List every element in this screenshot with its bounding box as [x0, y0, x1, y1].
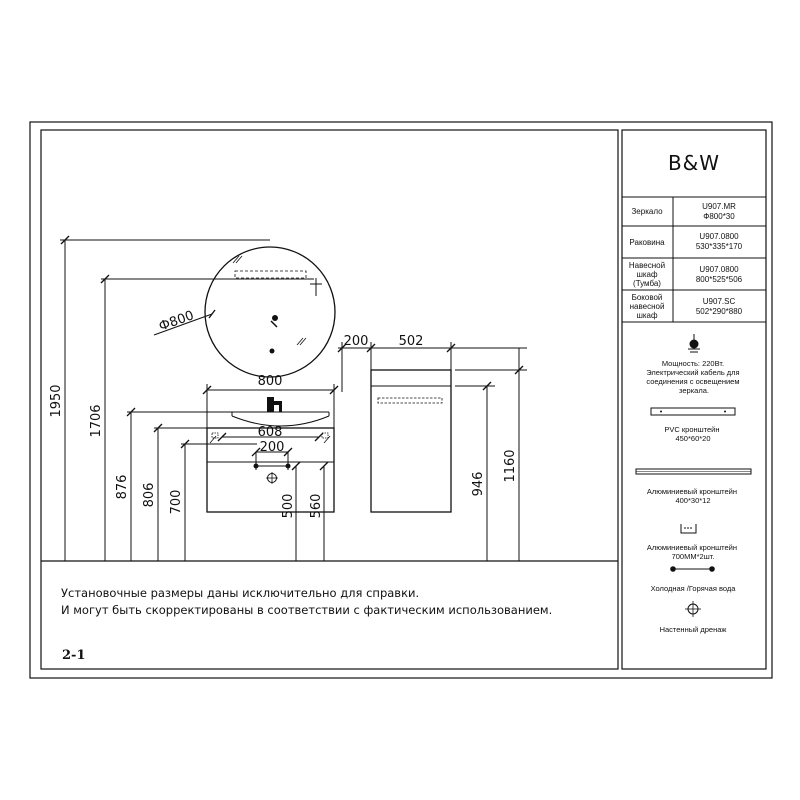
water-pipes-icon [670, 566, 715, 572]
dim-1160: 1160 [503, 449, 518, 482]
dim-560: 560 [309, 494, 324, 519]
mirror [153, 246, 336, 378]
vanity-cabinet [206, 427, 335, 513]
brand-logo: B&W [668, 151, 720, 175]
dim-pipe-spacing: 200 [260, 440, 285, 455]
dim-500: 500 [281, 494, 296, 519]
dim-mirror-diameter: Ф800 [157, 308, 196, 334]
vanity-width-dimension [202, 384, 339, 428]
drain-caption: Настенный дренаж [660, 625, 727, 634]
top-width-dimensions [337, 342, 527, 392]
page-number: 2-1 [62, 648, 86, 663]
drain-icon [685, 601, 701, 617]
side-cabinet-height-dimensions [455, 348, 527, 561]
alu-bracket-2-icon [680, 524, 697, 534]
pvc-bracket-icon [650, 407, 736, 416]
faucet-icon [267, 397, 282, 412]
dim-946: 946 [471, 472, 486, 497]
spec-row-2-name: Раковина [629, 238, 665, 247]
spec-row-1-name: Зеркало [631, 207, 663, 216]
title-block-frame [621, 129, 767, 670]
dim-700: 700 [169, 490, 184, 515]
power-caption: Мощность: 220Вт. Электрический кабель дл… [646, 359, 741, 395]
wall-drain-icon [266, 472, 278, 484]
water-inlets-icon [253, 463, 291, 469]
alu-bracket-1-icon [635, 468, 752, 475]
outer-frame [29, 121, 773, 679]
height-dimension-lines [60, 239, 314, 561]
side-cabinet [370, 369, 452, 513]
basin [231, 411, 330, 427]
inner-frame [40, 129, 619, 670]
water-caption: Холодная /Горячая вода [651, 584, 737, 593]
alu-bracket-2-caption: Алюминиевый кронштейн 700MM*2шт. [647, 543, 739, 561]
dim-806: 806 [142, 483, 157, 508]
dim-sink-width: 608 [258, 425, 283, 440]
dim-1706: 1706 [89, 404, 104, 437]
note-line-2: И могут быть скорректированы в соответст… [61, 603, 552, 617]
pvc-bracket-caption: PVC кронштейн 450*60*20 [664, 425, 721, 443]
dim-1950: 1950 [49, 384, 64, 417]
legend: Мощность: 220Вт. Электрический кабель дл… [635, 334, 752, 634]
alu-bracket-1-caption: Алюминиевый кронштейн 400*30*12 [647, 487, 739, 505]
dim-vanity-width: 800 [258, 374, 283, 389]
note-line-1: Установочные размеры даны исключительно … [61, 586, 419, 600]
dim-side-cabinet-width: 502 [399, 334, 424, 349]
dim-876: 876 [115, 475, 130, 500]
pipe-height-dimensions [291, 461, 329, 561]
height-dimension-ticks [60, 235, 190, 449]
power-cable-icon [688, 334, 700, 353]
dim-gap: 200 [344, 334, 369, 349]
